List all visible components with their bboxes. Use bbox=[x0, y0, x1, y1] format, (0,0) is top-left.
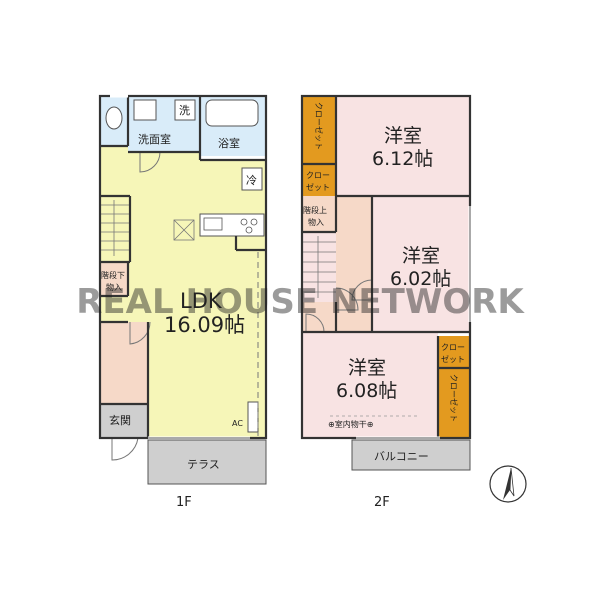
closet-3-label-2: ゼット bbox=[441, 354, 465, 364]
closet-2-area bbox=[302, 164, 336, 196]
closet-1-area bbox=[302, 96, 336, 164]
bedroom-1-area bbox=[336, 96, 470, 196]
closet-3-area bbox=[438, 336, 470, 368]
stove-icon bbox=[240, 218, 248, 226]
washroom-door-icon bbox=[139, 151, 161, 173]
closet-2-label-2: ゼット bbox=[306, 182, 330, 192]
closet-3-label-1: クロー bbox=[441, 343, 465, 352]
terrace-area bbox=[147, 439, 267, 485]
closet-1-label: クローゼット bbox=[314, 102, 324, 150]
washing-machine-label: 洗 bbox=[179, 104, 190, 117]
entrance-door-icon bbox=[111, 437, 139, 461]
fridge-icon bbox=[241, 167, 263, 191]
floor-2f: 洋室 6.12帖 洋室 6.02帖 洋室 6.08帖 クローゼット クロー ゼッ… bbox=[300, 94, 472, 510]
hall-area bbox=[100, 322, 148, 404]
toilet-icon bbox=[105, 106, 123, 130]
washroom-label: 洗面室 bbox=[138, 132, 171, 146]
fridge-label: 冷 bbox=[246, 174, 257, 187]
upstair-storage-label-1: 階段上 bbox=[303, 205, 327, 215]
entrance-label: 玄関 bbox=[109, 413, 131, 427]
stairs-2f bbox=[302, 232, 336, 302]
stove-icon bbox=[245, 226, 253, 234]
storage-door-icon bbox=[305, 313, 325, 333]
range-hood-icon bbox=[173, 219, 195, 241]
entrance-area bbox=[100, 404, 148, 438]
bedroom-1-size-label: 6.12帖 bbox=[372, 148, 433, 170]
closet-2-label-1: クロー bbox=[306, 171, 330, 180]
closet-4-label: クローゼット bbox=[449, 374, 459, 422]
understair-storage-area bbox=[100, 262, 128, 296]
terrace-label: テラス bbox=[187, 458, 220, 471]
upstair-storage-label-2: 物入 bbox=[308, 217, 324, 227]
bedroom-3-size-label: 6.08帖 bbox=[336, 380, 397, 402]
floor-1f-label: 1F bbox=[176, 495, 192, 510]
balcony-label: バルコニー bbox=[374, 450, 429, 463]
stove-icon bbox=[250, 218, 258, 226]
ac-label: AC bbox=[232, 419, 243, 428]
sink-icon bbox=[133, 99, 157, 121]
floor-2f-label: 2F bbox=[374, 495, 390, 510]
bedroom-door-icon bbox=[351, 279, 373, 301]
kitchen-sink-icon bbox=[203, 217, 223, 231]
bedroom-3-area bbox=[302, 332, 438, 438]
watermark-text: REAL HOUSE NETWORK bbox=[76, 282, 525, 322]
bedroom-2-size-label: 6.02帖 bbox=[390, 268, 451, 290]
bedroom-2-name-label: 洋室 bbox=[402, 245, 440, 267]
bedroom-2-area bbox=[372, 196, 470, 332]
floor-1f: 洗 洗面室 浴室 冷 階段下 物入 LDK 16.09帖 玄関 AC テラス 1… bbox=[98, 94, 268, 510]
bathtub-icon bbox=[205, 99, 259, 127]
stair-treads-1f bbox=[100, 200, 130, 256]
north-arrow-icon bbox=[489, 465, 527, 503]
indoor-drying-label: ⊕室内物干⊕ bbox=[328, 419, 373, 429]
upstair-storage-area bbox=[302, 198, 336, 232]
bedroom-1-name-label: 洋室 bbox=[384, 125, 422, 147]
ldk-name-label: LDK bbox=[180, 289, 223, 313]
hall-door-icon bbox=[129, 321, 151, 345]
balcony-area bbox=[351, 439, 471, 471]
stairs-1f bbox=[100, 196, 130, 262]
ldk-size-label: 16.09帖 bbox=[164, 313, 245, 337]
closet-4-area bbox=[438, 368, 470, 438]
bathroom-label: 浴室 bbox=[218, 136, 240, 150]
bedroom-3-name-label: 洋室 bbox=[348, 357, 386, 379]
ac-unit-icon bbox=[247, 401, 259, 433]
understair-storage-label-2: 物入 bbox=[106, 282, 122, 292]
stair-treads-2f bbox=[302, 236, 336, 298]
understair-storage-label-1: 階段下 bbox=[101, 270, 125, 280]
washing-machine-icon bbox=[174, 99, 196, 121]
